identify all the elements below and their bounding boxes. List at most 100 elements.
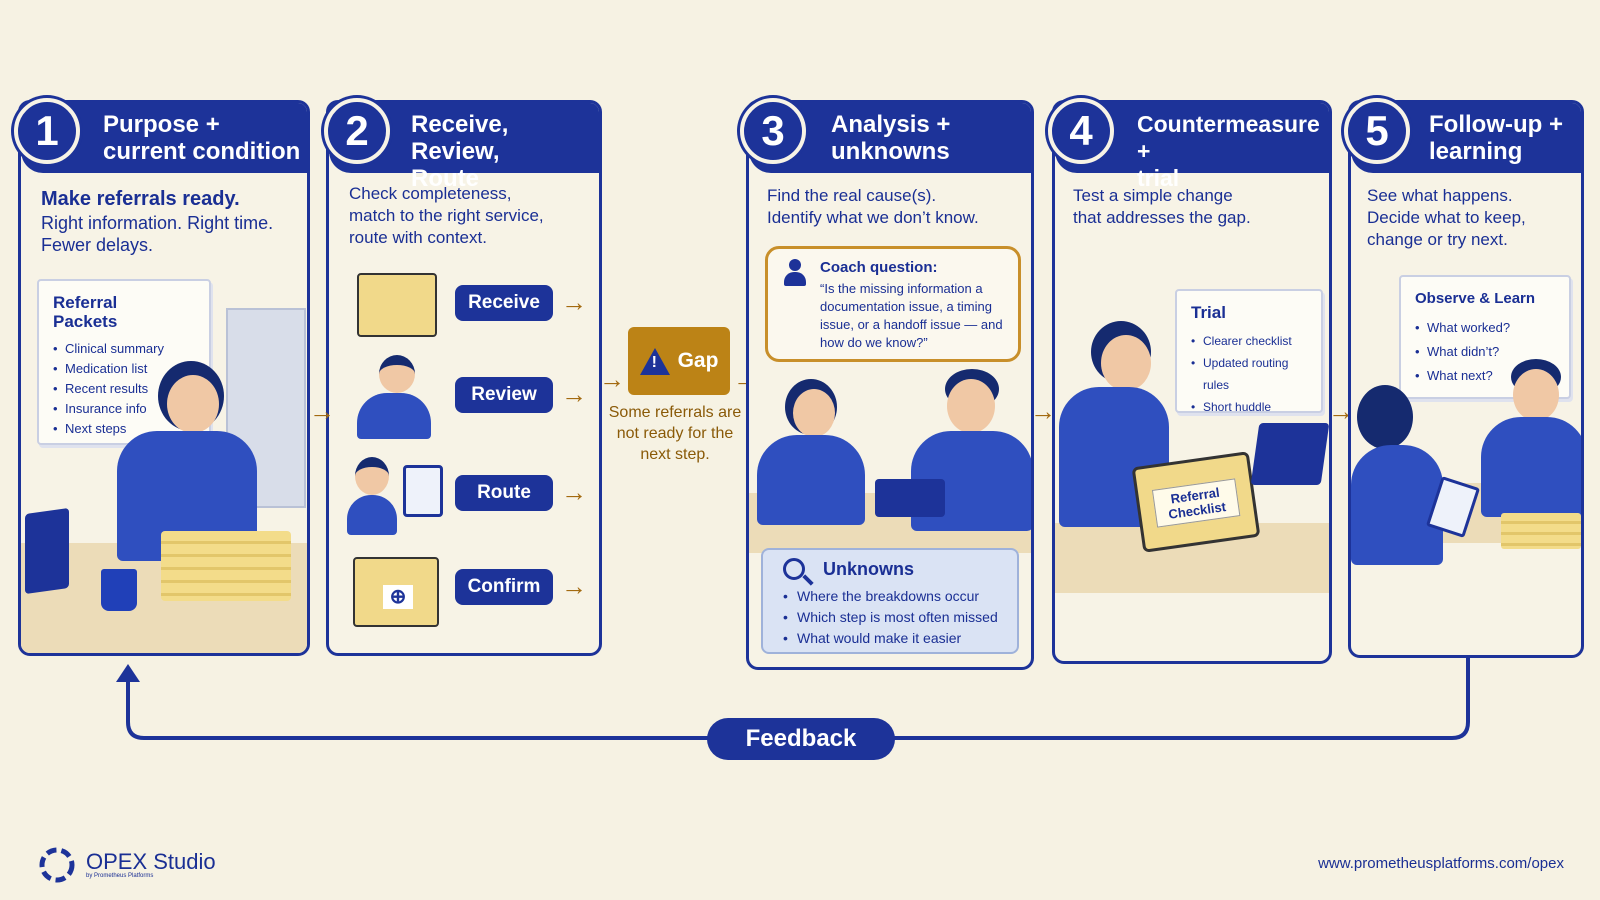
step-2-title-line2: Route xyxy=(411,165,479,192)
step-5-title-line2: learning xyxy=(1429,138,1523,165)
step-3-lead-line2: Identify what we don’t know. xyxy=(767,208,979,227)
step-1-lead-line2: Fewer delays. xyxy=(41,235,154,255)
learner-woman-hair xyxy=(1357,385,1413,449)
trial-item: Clearer checklist xyxy=(1191,330,1307,352)
step-1-number-badge: 1 xyxy=(14,98,80,164)
learner-man-body xyxy=(1481,417,1581,517)
brand-name: OPEX Studio xyxy=(86,849,216,874)
brand: OPEX Studio by Prometheus Platforms xyxy=(38,846,216,884)
coach-question-title: Coach question: xyxy=(820,259,938,276)
coach-person-icon xyxy=(782,259,808,287)
packet-item: Medication list xyxy=(53,359,195,379)
learner-woman-body xyxy=(1351,445,1443,565)
papers-5-illustration xyxy=(1501,513,1581,549)
step-2-panel: Receive, Review, Route Check completenes… xyxy=(326,100,602,656)
route-arrow-icon: → xyxy=(561,477,587,507)
observe-item: What didn’t? xyxy=(1415,340,1555,364)
step-5-lead-line1: See what happens. xyxy=(1367,186,1513,205)
step-2-lead: Check completeness, match to the right s… xyxy=(349,183,599,249)
step-1-panel: Purpose + current condition Make referra… xyxy=(18,100,310,656)
mug-illustration xyxy=(101,569,137,611)
step-1-lead-line1: Right information. Right time. xyxy=(41,213,274,233)
step-2-title-line1: Receive, Review, xyxy=(411,111,509,165)
step-4-lead-line1: Test a simple change xyxy=(1073,186,1233,205)
learner-man-head xyxy=(1513,369,1559,421)
step-5-lead: See what happens. Decide what to keep, c… xyxy=(1367,185,1581,251)
laptop-illustration xyxy=(25,507,69,595)
coach-woman-body xyxy=(757,435,865,525)
brand-sub: by Prometheus Platforms xyxy=(86,873,154,879)
gap-label: Gap xyxy=(677,349,719,372)
step-4-lead: Test a simple change that addresses the … xyxy=(1073,185,1329,229)
document-stack xyxy=(161,531,291,601)
folder-icon xyxy=(357,273,437,337)
step-3-number-badge: 3 xyxy=(740,98,806,164)
step-4-panel: Countermeasure + trial Test a simple cha… xyxy=(1052,100,1332,664)
step-5-title-line1: Follow-up + xyxy=(1429,111,1563,138)
observe-item: What next? xyxy=(1415,364,1555,388)
step-4-title-line2: trial xyxy=(1137,165,1180,191)
connector-arrow-4-icon: → xyxy=(1030,396,1056,426)
step-5-panel: Follow-up + learning See what happens. D… xyxy=(1348,100,1584,658)
referral-checklist-folder: Referral Checklist xyxy=(1131,451,1261,553)
packet-item: Recent results xyxy=(53,379,195,399)
step-3-title-line1: Analysis + xyxy=(831,111,951,138)
laptop-3-illustration xyxy=(875,479,945,517)
confirm-button[interactable]: Confirm xyxy=(455,569,553,605)
step-1-lead-bold: Make referrals ready. xyxy=(41,188,240,210)
step-3-title-line2: unknowns xyxy=(831,138,950,165)
route-button[interactable]: Route xyxy=(455,475,553,511)
unknown-item: Where the breakdowns occur xyxy=(783,586,1007,607)
coach-question-bubble: Coach question: “Is the missing informat… xyxy=(765,246,1021,362)
receive-arrow-icon: → xyxy=(561,287,587,317)
opex-logo-icon xyxy=(39,847,75,883)
step-5-number-badge: 5 xyxy=(1344,98,1410,164)
gap-box: ! Gap xyxy=(628,327,730,395)
person-tablet-icon xyxy=(347,453,447,537)
coach-man-head xyxy=(947,379,995,433)
trial-card: Trial Clearer checklist Updated routing … xyxy=(1175,289,1323,418)
checklist-label: Referral Checklist xyxy=(1151,478,1241,528)
observe-item: What worked? xyxy=(1415,316,1555,340)
review-button[interactable]: Review xyxy=(455,377,553,413)
confirm-arrow-icon: → xyxy=(561,571,587,601)
packet-item: Next steps xyxy=(53,419,195,439)
laptop-4-illustration xyxy=(1250,423,1329,485)
step-4-title-line1: Countermeasure + xyxy=(1137,111,1320,164)
unknown-item: What would make it easier xyxy=(783,628,1007,649)
step-4-number-badge: 4 xyxy=(1048,98,1114,164)
review-arrow-icon: → xyxy=(561,379,587,409)
person-reading-icon xyxy=(351,355,441,439)
unknowns-title: Unknowns xyxy=(823,559,915,579)
unknown-item: Which step is most often missed xyxy=(783,607,1007,628)
coach-woman-head xyxy=(793,389,835,437)
connector-arrow-1-icon: → xyxy=(309,396,335,426)
footer-url[interactable]: www.prometheusplatforms.com/opex xyxy=(1318,855,1564,872)
gap-description: Some referrals are not ready for the nex… xyxy=(608,404,742,463)
packet-item: Clinical summary xyxy=(53,339,195,359)
feedback-label: Feedback xyxy=(707,718,895,760)
woman-head xyxy=(167,375,219,433)
unknowns-box: Unknowns Where the breakdowns occur Whic… xyxy=(761,548,1019,654)
magnifier-icon xyxy=(783,558,805,580)
step-3-header: Analysis + unknowns xyxy=(749,103,1031,173)
coach-question-text: “Is the missing information a documentat… xyxy=(820,281,1003,350)
trial-title: Trial xyxy=(1191,303,1226,322)
step-5-lead-line2: Decide what to keep, xyxy=(1367,208,1526,227)
tester-head xyxy=(1101,335,1151,391)
receive-button[interactable]: Receive xyxy=(455,285,553,321)
step-4-lead-line2: that addresses the gap. xyxy=(1073,208,1251,227)
step-1-title-line1: Purpose + xyxy=(103,111,220,138)
step-2-lead-line1: Check completeness, xyxy=(349,184,512,203)
step-1-lead: Make referrals ready. Right information.… xyxy=(41,187,301,256)
folder-add-icon: ⊕ xyxy=(353,557,439,627)
connector-arrow-2-icon: → xyxy=(599,364,625,394)
step-3-lead: Find the real cause(s). Identify what we… xyxy=(767,185,1031,229)
packet-item: Insurance info xyxy=(53,399,195,419)
trial-item: Updated routing rules xyxy=(1191,352,1307,396)
observe-learn-title: Observe & Learn xyxy=(1415,290,1536,307)
step-2-lead-line2: match to the right service, xyxy=(349,206,544,225)
step-5-lead-line3: change or try next. xyxy=(1367,230,1508,249)
step-1-title-line2: current condition xyxy=(103,138,301,165)
